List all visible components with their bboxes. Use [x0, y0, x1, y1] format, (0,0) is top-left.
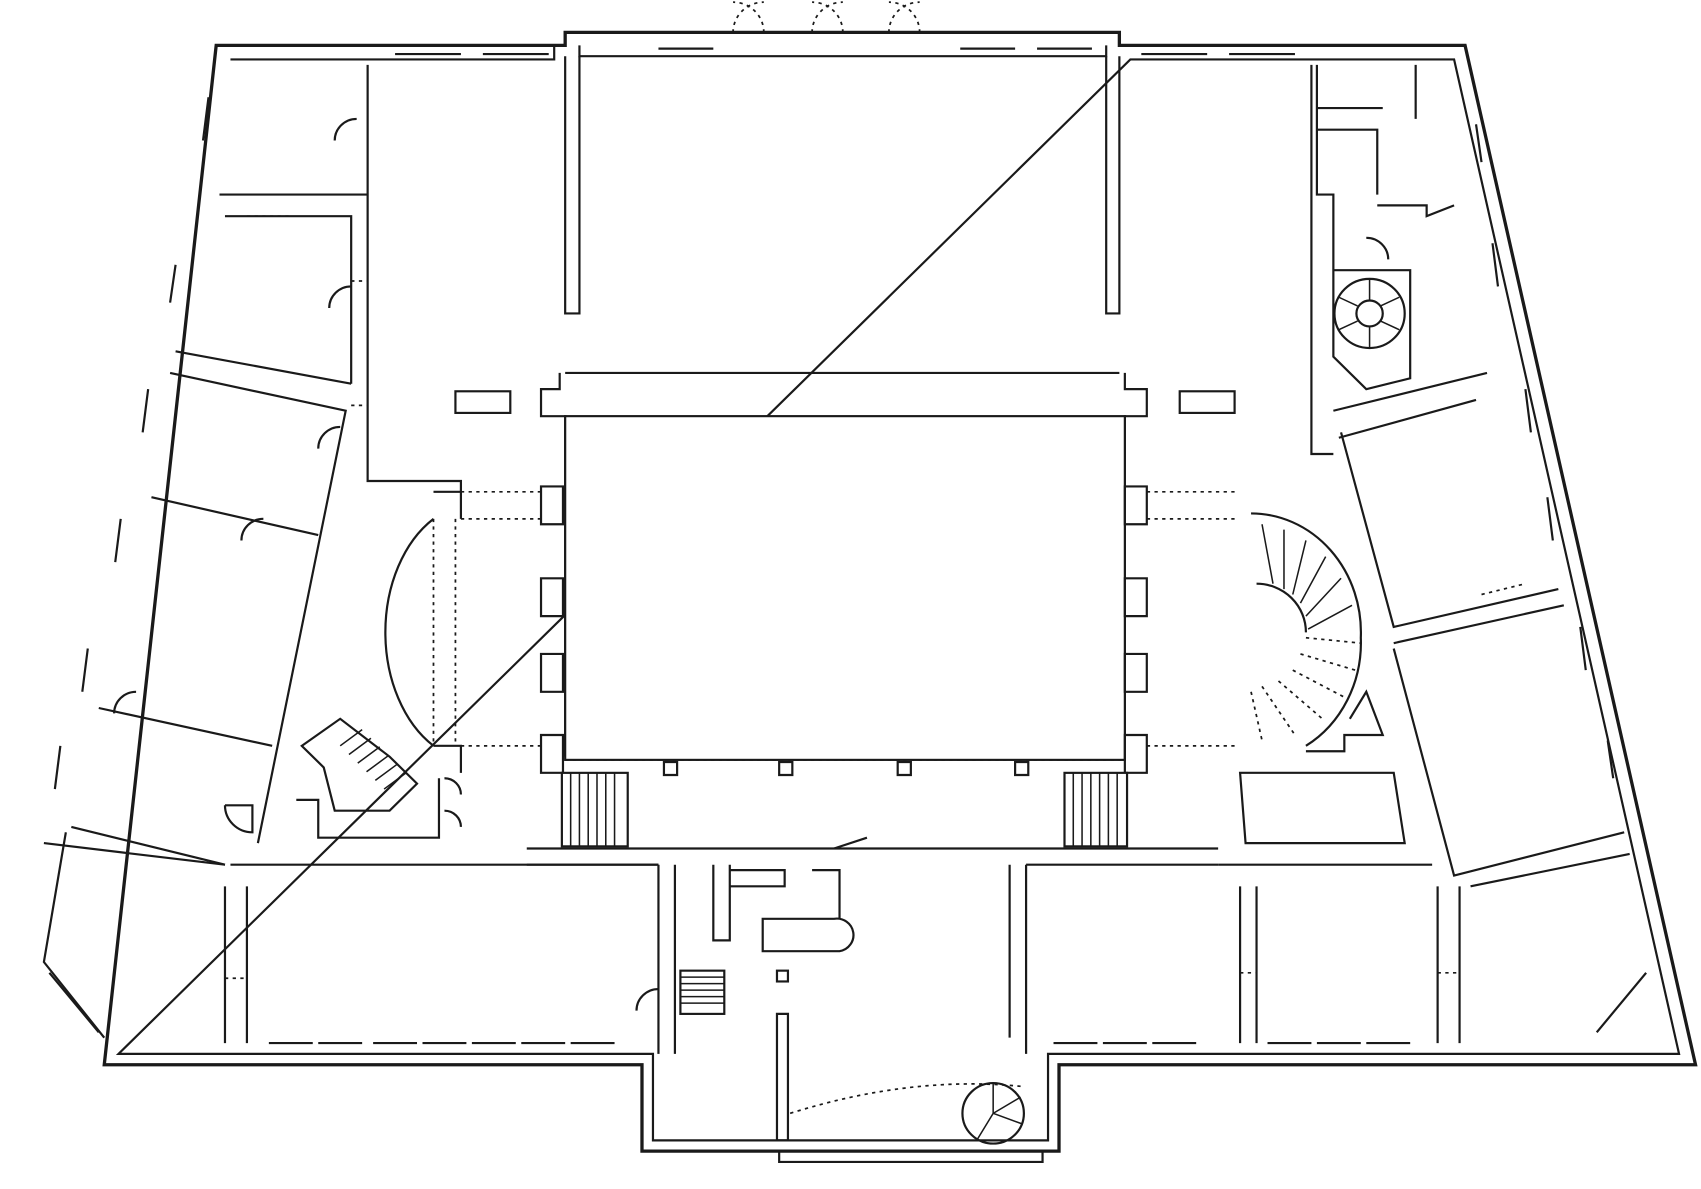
right-rooms — [1218, 371, 1630, 1044]
stair-left-center — [560, 771, 629, 848]
right-spiral-staircase — [1250, 512, 1385, 753]
left-apse — [384, 490, 463, 773]
upper-hall-walls — [366, 56, 1334, 492]
stair-right-center — [1063, 771, 1129, 848]
left-rooms — [42, 117, 659, 1044]
central-hall — [454, 371, 1236, 866]
top-entrance-doors — [732, 1, 921, 33]
left-staircase — [296, 717, 463, 839]
right-upper-service — [1315, 64, 1455, 391]
exterior-walls — [102, 30, 1698, 1164]
bottom-rooms — [635, 836, 1028, 1145]
windows — [48, 47, 1647, 1045]
